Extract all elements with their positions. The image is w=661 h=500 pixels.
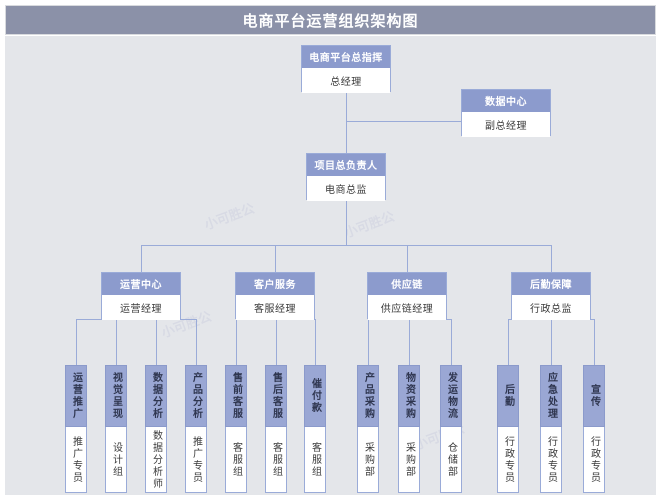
connector-dept0-drop-3 — [196, 319, 197, 365]
leaf-logistics-2-body: 行政专员 — [583, 427, 605, 493]
leaf-operations-0-header: 运营推广 — [65, 365, 87, 427]
connector-dept3-drop-1 — [551, 319, 552, 365]
leaf-logistics-1-body: 行政专员 — [540, 427, 562, 493]
node-department-customer-service[interactable]: 客户服务 客服经理 — [235, 272, 315, 320]
leaf-operations-1-body: 设计组 — [105, 427, 127, 493]
page-title: 电商平台运营组织架构图 — [242, 12, 419, 30]
leaf-supply-chain-1-body: 采购部 — [398, 427, 420, 493]
leaf-customer-service-0[interactable]: 售前客服 客服组 — [225, 365, 247, 493]
leaf-operations-3-header: 产品分析 — [185, 365, 207, 427]
leaf-logistics-1[interactable]: 应急处理 行政专员 — [540, 365, 562, 493]
node-project-lead-header: 项目总负责人 — [307, 154, 385, 176]
leaf-customer-service-1-body: 客服组 — [265, 427, 287, 493]
connector-department-bus — [141, 245, 551, 246]
node-data-center-body: 副总经理 — [462, 112, 550, 137]
leaf-customer-service-1-header: 售后客服 — [265, 365, 287, 427]
leaf-customer-service-0-body: 客服组 — [225, 427, 247, 493]
leaf-operations-3-body: 推广专员 — [185, 427, 207, 493]
node-top-body: 总经理 — [302, 68, 390, 93]
connector-drop-dept-0 — [141, 245, 142, 272]
node-department-operations-header: 运营中心 — [102, 273, 180, 295]
leaf-logistics-2[interactable]: 宣传 行政专员 — [583, 365, 605, 493]
connector-dept1-drop-1 — [276, 319, 277, 365]
node-department-logistics[interactable]: 后勤保障 行政总监 — [511, 272, 591, 320]
connector-dept2-drop-1 — [409, 319, 410, 365]
leaf-operations-1-header: 视觉呈现 — [105, 365, 127, 427]
node-department-logistics-body: 行政总监 — [512, 295, 590, 320]
leaf-operations-2[interactable]: 数据分析 数据分析师 — [145, 365, 167, 493]
leaf-logistics-2-header: 宣传 — [583, 365, 605, 427]
leaf-logistics-0-body: 行政专员 — [497, 427, 519, 493]
node-data-center[interactable]: 数据中心 副总经理 — [461, 89, 551, 137]
node-project-lead-body: 电商总监 — [307, 176, 385, 201]
connector-to-data-center — [346, 121, 462, 122]
leaf-supply-chain-1[interactable]: 物资采购 采购部 — [398, 365, 420, 493]
node-department-supply-chain-header: 供应链 — [368, 273, 446, 295]
leaf-customer-service-2-header: 催付款 — [304, 365, 326, 427]
node-department-supply-chain-body: 供应链经理 — [368, 295, 446, 320]
connector-drop-dept-1 — [275, 245, 276, 272]
connector-dept2-drop-0 — [368, 319, 369, 365]
page-title-bar: 电商平台运营组织架构图 — [5, 5, 656, 35]
leaf-customer-service-2-body: 客服组 — [304, 427, 326, 493]
node-top[interactable]: 电商平台总指挥 总经理 — [301, 45, 391, 93]
leaf-operations-3[interactable]: 产品分析 推广专员 — [185, 365, 207, 493]
leaf-supply-chain-1-header: 物资采购 — [398, 365, 420, 427]
connector-dept3-drop-2 — [594, 319, 595, 365]
node-department-customer-service-body: 客服经理 — [236, 295, 314, 320]
leaf-logistics-0[interactable]: 后勤 行政专员 — [497, 365, 519, 493]
node-department-logistics-header: 后勤保障 — [512, 273, 590, 295]
node-department-operations[interactable]: 运营中心 运营经理 — [101, 272, 181, 320]
leaf-customer-service-1[interactable]: 售后客服 客服组 — [265, 365, 287, 493]
connector-drop-dept-2 — [407, 245, 408, 272]
leaf-supply-chain-0[interactable]: 产品采购 采购部 — [357, 365, 379, 493]
connector-drop-dept-3 — [551, 245, 552, 272]
connector-level2-stem — [346, 200, 347, 245]
node-department-operations-body: 运营经理 — [102, 295, 180, 320]
watermark: 小可胜公 — [342, 208, 397, 241]
node-department-supply-chain[interactable]: 供应链 供应链经理 — [367, 272, 447, 320]
connector-dept0-drop-1 — [116, 319, 117, 365]
leaf-operations-0-body: 推广专员 — [65, 427, 87, 493]
node-data-center-header: 数据中心 — [462, 90, 550, 112]
node-department-customer-service-header: 客户服务 — [236, 273, 314, 295]
leaf-supply-chain-0-body: 采购部 — [357, 427, 379, 493]
leaf-supply-chain-2[interactable]: 发运物流 仓储部 — [440, 365, 462, 493]
connector-dept0-drop-2 — [156, 319, 157, 365]
node-top-header: 电商平台总指挥 — [302, 46, 390, 68]
leaf-logistics-0-header: 后勤 — [497, 365, 519, 427]
chart-canvas: 小可胜公 小可胜公 小可胜公 小可胜公 — [5, 36, 656, 495]
leaf-customer-service-0-header: 售前客服 — [225, 365, 247, 427]
connector-dept1-drop-0 — [236, 319, 237, 365]
leaf-operations-0[interactable]: 运营推广 推广专员 — [65, 365, 87, 493]
leaf-operations-2-header: 数据分析 — [145, 365, 167, 427]
connector-top-stem — [346, 92, 347, 154]
leaf-operations-1[interactable]: 视觉呈现 设计组 — [105, 365, 127, 493]
connector-dept3-drop-0 — [508, 319, 509, 365]
leaf-customer-service-2[interactable]: 催付款 客服组 — [304, 365, 326, 493]
leaf-supply-chain-0-header: 产品采购 — [357, 365, 379, 427]
leaf-supply-chain-2-body: 仓储部 — [440, 427, 462, 493]
leaf-logistics-1-header: 应急处理 — [540, 365, 562, 427]
leaf-operations-2-body: 数据分析师 — [145, 427, 167, 493]
connector-dept2-drop-2 — [451, 319, 452, 365]
leaf-supply-chain-2-header: 发运物流 — [440, 365, 462, 427]
node-project-lead[interactable]: 项目总负责人 电商总监 — [306, 153, 386, 201]
watermark: 小可胜公 — [202, 200, 257, 233]
connector-dept0-drop-0 — [76, 319, 77, 365]
connector-dept1-drop-2 — [315, 319, 316, 365]
